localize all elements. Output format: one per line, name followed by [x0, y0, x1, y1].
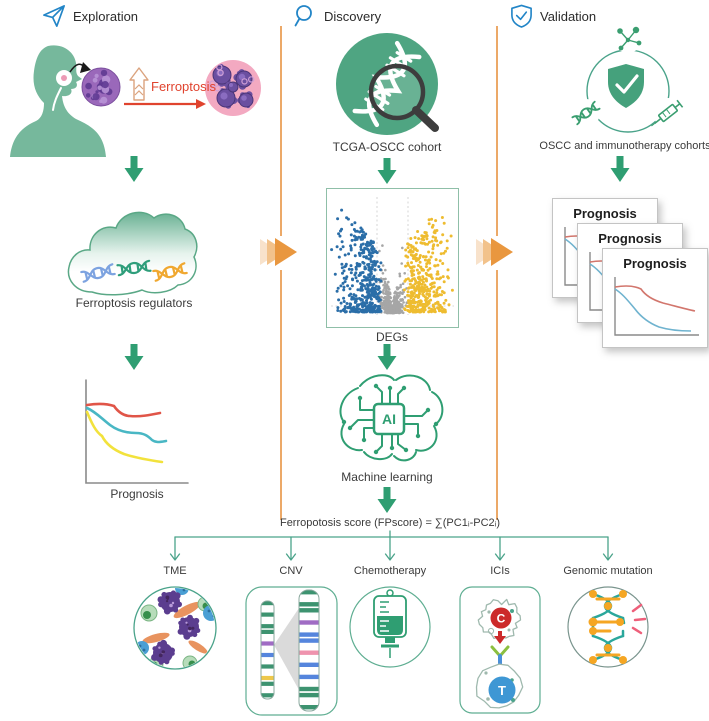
- chromosome-large: [298, 589, 320, 712]
- column-divider-right-top: [496, 26, 498, 236]
- tcga-cohort-icon: [336, 33, 439, 135]
- survival-curves: [614, 277, 699, 336]
- prognosis-label: Prognosis: [110, 487, 164, 501]
- magnifier-handle: [412, 106, 439, 132]
- column-divider-left-bottom: [280, 270, 282, 520]
- syringe-icon: [651, 98, 684, 128]
- flow-arrow-explore-to-discover: [260, 238, 297, 266]
- blocking-arrow: [494, 631, 506, 644]
- degs-label: DEGs: [375, 330, 409, 344]
- section-header-discovery: Discovery: [294, 4, 381, 28]
- paper-plane-icon: [43, 5, 65, 27]
- section-header-validation: Validation: [510, 4, 596, 28]
- cancer-cell-letter: C: [497, 612, 506, 626]
- regulators-label: Ferroptosis regulators: [75, 296, 193, 310]
- chromosome-small: [260, 600, 275, 700]
- column-divider-right-bottom: [496, 270, 498, 520]
- branch-label-tme: TME: [163, 565, 187, 577]
- validation-cohorts-label: OSCC and immunotherapy cohorts: [539, 140, 709, 152]
- ferroptosis-label: Ferroptosis: [151, 79, 217, 94]
- chemotherapy-icon: [349, 586, 431, 668]
- mutation-flash: [631, 603, 647, 635]
- t-cell-marker: [488, 676, 516, 704]
- shield-check-badge: [608, 64, 644, 108]
- prognosis-card-title: Prognosis: [573, 206, 637, 221]
- down-arrow: [377, 487, 397, 513]
- cnv-icon: [245, 586, 338, 716]
- branch-label-genomic-mutation: Genomic mutation: [563, 565, 653, 577]
- zoom-wedge: [274, 608, 299, 690]
- cohort-label: TCGA-OSCC cohort: [332, 140, 442, 154]
- magnifier-lens: [368, 63, 426, 121]
- fpscore-formula: Ferropotosis score (FPscore) = ∑(PC1ᵢ-PC…: [279, 517, 501, 529]
- branch-connectors: [169, 530, 614, 561]
- section-label-validation: Validation: [540, 8, 597, 24]
- ferroptosis-arrow: [124, 99, 206, 109]
- machine-learning-label: Machine learning: [341, 470, 433, 484]
- prognosis-card-title: Prognosis: [623, 256, 687, 271]
- column-divider-left-top: [280, 26, 282, 236]
- down-arrow: [610, 156, 630, 182]
- section-header-exploration: Exploration: [42, 4, 138, 28]
- ferroptosis-up-arrow-icon: [129, 67, 149, 101]
- shield-check-icon: [511, 4, 532, 28]
- flow-arrow-discover-to-validate: [476, 238, 513, 266]
- branch-label-cnv: CNV: [279, 565, 303, 577]
- ai-chip-label: AI: [382, 411, 396, 427]
- t-cell-letter: T: [498, 683, 506, 698]
- down-arrow: [124, 156, 144, 182]
- ai-brain-icon: AI: [339, 374, 444, 462]
- prognosis-card-title: Prognosis: [598, 231, 662, 246]
- biopsy-arrow: [69, 62, 91, 73]
- branch-label-chemotherapy: Chemotherapy: [353, 565, 427, 577]
- genomic-mutation-icon: [567, 586, 649, 668]
- cancer-cell-marker: [490, 607, 512, 629]
- volcano-plot: [326, 188, 459, 328]
- icis-icon: C T: [459, 586, 541, 714]
- ferroptotic-cells-circle: [205, 60, 261, 116]
- validation-cohorts-icon: [571, 26, 684, 133]
- section-label-discovery: Discovery: [324, 8, 382, 24]
- patient-silhouette: [10, 45, 106, 157]
- branch-label-icis: ICIs: [490, 565, 510, 577]
- down-arrow: [124, 344, 144, 370]
- tumor-histology-circle: [81, 67, 121, 107]
- regulators-cloud: [67, 211, 198, 296]
- magnifier-icon: [294, 5, 312, 27]
- molecule-icon: [615, 26, 642, 53]
- section-label-exploration: Exploration: [73, 8, 139, 24]
- tme-icon: [133, 586, 217, 670]
- prognosis-card: Prognosis: [602, 248, 708, 348]
- down-arrow: [377, 344, 397, 370]
- down-arrow: [377, 158, 397, 184]
- prognosis-chart: [85, 379, 189, 484]
- dna-sample-icon: [571, 99, 601, 127]
